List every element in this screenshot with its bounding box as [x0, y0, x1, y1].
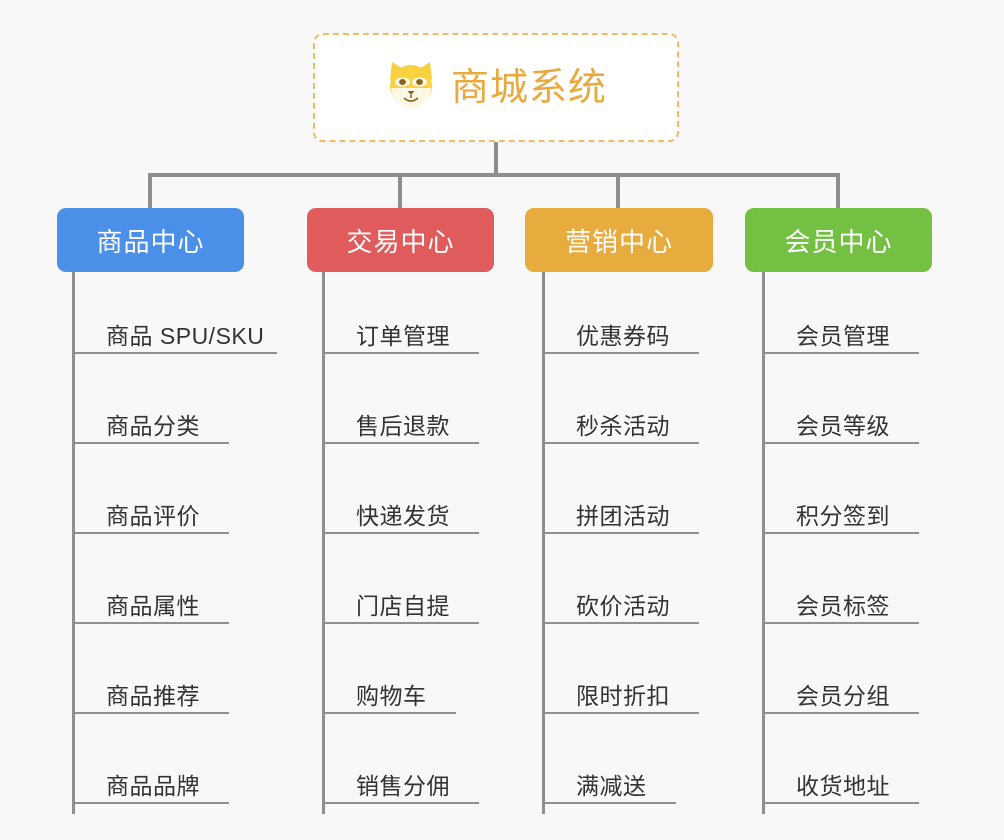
root-node-content: 商城系统 [385, 60, 607, 115]
list-item[interactable]: 售后退款 [322, 362, 479, 444]
list-item-label: 优惠券码 [576, 322, 670, 349]
list-item-label: 会员等级 [796, 412, 890, 439]
category-header-member[interactable]: 会员中心 [745, 208, 932, 272]
list-item[interactable]: 商品推荐 [72, 632, 229, 714]
list-item-label: 会员标签 [796, 592, 890, 619]
list-item-label: 秒杀活动 [576, 412, 670, 439]
list-item[interactable]: 商品品牌 [72, 722, 229, 804]
list-item[interactable]: 订单管理 [322, 272, 479, 354]
list-item-label: 积分签到 [796, 502, 890, 529]
category-header-trade[interactable]: 交易中心 [307, 208, 494, 272]
list-item-label: 销售分佣 [356, 772, 450, 799]
column-spine [322, 272, 325, 814]
list-item[interactable]: 积分签到 [762, 452, 919, 534]
list-item-label: 商品推荐 [106, 682, 200, 709]
list-item[interactable]: 限时折扣 [542, 632, 699, 714]
root-title: 商城系统 [450, 66, 607, 109]
list-item-label: 商品分类 [106, 412, 200, 439]
category-header-marketing[interactable]: 营销中心 [525, 208, 713, 272]
list-item-label: 商品品牌 [106, 772, 200, 799]
connector-drop-4 [836, 173, 840, 209]
list-item-label: 拼团活动 [576, 502, 670, 529]
list-item[interactable]: 砍价活动 [542, 542, 699, 624]
list-item[interactable]: 快递发货 [322, 452, 479, 534]
list-item-label: 售后退款 [356, 412, 450, 439]
list-item-label: 砍价活动 [576, 592, 670, 619]
list-item[interactable]: 收货地址 [762, 722, 919, 804]
list-item[interactable]: 会员管理 [762, 272, 919, 354]
connector-root-stem [494, 142, 498, 177]
list-item[interactable]: 会员等级 [762, 362, 919, 444]
list-item-label: 快递发货 [356, 502, 450, 529]
list-item-label: 购物车 [356, 682, 427, 709]
list-item-label: 商品评价 [106, 502, 200, 529]
list-item-label: 会员分组 [796, 682, 890, 709]
column-spine [542, 272, 545, 814]
connector-drop-2 [398, 173, 402, 209]
list-item[interactable]: 秒杀活动 [542, 362, 699, 444]
shiba-dog-icon [385, 60, 437, 115]
connector-drop-3 [616, 173, 620, 209]
list-item[interactable]: 拼团活动 [542, 452, 699, 534]
list-item[interactable]: 商品 SPU/SKU [72, 272, 277, 354]
list-item-label: 会员管理 [796, 322, 890, 349]
column-spine [762, 272, 765, 814]
list-item[interactable]: 会员标签 [762, 542, 919, 624]
list-item-label: 商品属性 [106, 592, 200, 619]
root-node[interactable]: 商城系统 [313, 33, 679, 142]
list-item-label: 商品 SPU/SKU [106, 322, 265, 349]
list-item-label: 门店自提 [356, 592, 450, 619]
connector-horizontal-bus [148, 173, 840, 177]
list-item[interactable]: 优惠券码 [542, 272, 699, 354]
connector-drop-1 [148, 173, 152, 209]
list-item[interactable]: 商品分类 [72, 362, 229, 444]
list-item[interactable]: 商品评价 [72, 452, 229, 534]
column-spine [72, 272, 75, 814]
list-item-label: 满减送 [576, 772, 647, 799]
category-header-product[interactable]: 商品中心 [57, 208, 244, 272]
list-item-label: 订单管理 [356, 322, 450, 349]
list-item[interactable]: 会员分组 [762, 632, 919, 714]
list-item[interactable]: 销售分佣 [322, 722, 479, 804]
list-item[interactable]: 门店自提 [322, 542, 479, 624]
list-item-label: 收货地址 [796, 772, 890, 799]
list-item[interactable]: 满减送 [542, 722, 676, 804]
list-item[interactable]: 商品属性 [72, 542, 229, 624]
list-item-label: 限时折扣 [576, 682, 670, 709]
list-item[interactable]: 购物车 [322, 632, 456, 714]
